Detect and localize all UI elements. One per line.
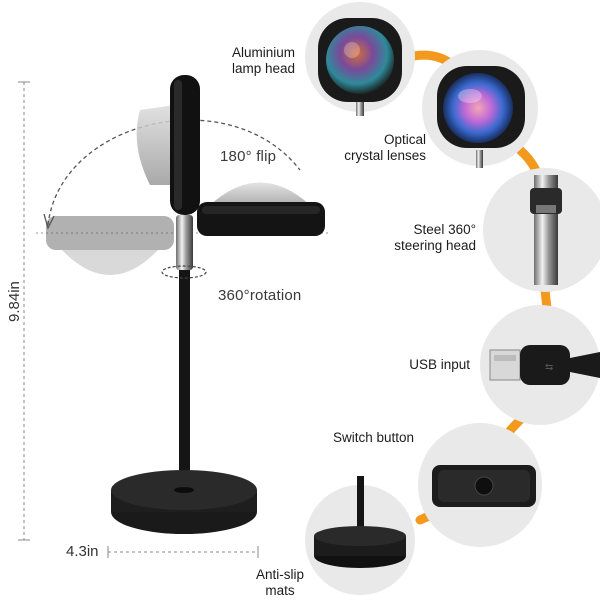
label-lenses: Optical crystal lenses bbox=[320, 132, 426, 164]
label-mats: Anti-slip mats bbox=[240, 567, 320, 599]
circle-lamp-head bbox=[305, 2, 415, 116]
circle-steering-head bbox=[483, 168, 600, 292]
label-lamp-head: Aluminium lamp head bbox=[205, 45, 295, 77]
label-mats-line1: Anti-slip bbox=[255, 567, 304, 582]
label-switch-line1: Switch button bbox=[333, 430, 415, 445]
circle-usb: ⇆ bbox=[480, 305, 600, 425]
lamp-head-flipped-right bbox=[197, 182, 325, 236]
circle-switch bbox=[418, 423, 542, 547]
lamp-steering-joint bbox=[176, 215, 193, 270]
lamp-head-flipped-left bbox=[46, 216, 174, 275]
label-steering-line2: steering head bbox=[394, 238, 476, 253]
circle-lenses bbox=[422, 50, 538, 168]
label-usb-line1: USB input bbox=[409, 357, 470, 372]
label-usb: USB input bbox=[380, 357, 470, 373]
height-dimension-line bbox=[18, 81, 30, 541]
label-lenses-line2: crystal lenses bbox=[344, 148, 426, 163]
label-mats-line2: mats bbox=[265, 583, 295, 598]
svg-text:⇆: ⇆ bbox=[545, 362, 553, 373]
lamp-head-upright bbox=[136, 75, 200, 215]
lamp-pole bbox=[179, 265, 190, 500]
width-dimension-line bbox=[107, 546, 259, 558]
label-steering: Steel 360° steering head bbox=[360, 222, 476, 254]
label-switch: Switch button bbox=[333, 430, 443, 446]
label-steering-line1: Steel 360° bbox=[413, 222, 476, 237]
rotation-annotation: 360°rotation bbox=[218, 287, 302, 304]
label-lamp-head-line2: lamp head bbox=[231, 61, 295, 76]
circle-mats bbox=[305, 476, 415, 595]
label-lamp-head-line1: Aluminium bbox=[231, 45, 295, 60]
height-dimension-label: 9.84in bbox=[6, 281, 23, 322]
label-lenses-line1: Optical bbox=[383, 132, 426, 147]
width-dimension-label: 4.3in bbox=[66, 543, 99, 560]
flip-annotation: 180° flip bbox=[220, 148, 277, 165]
